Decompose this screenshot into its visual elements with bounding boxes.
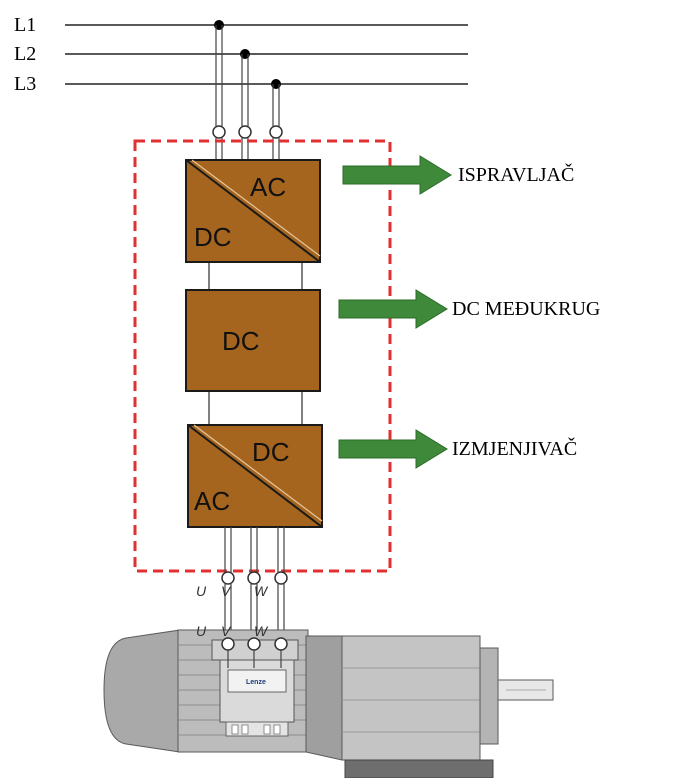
inverter-ac-label: AC bbox=[194, 486, 230, 516]
line-label-l3: L3 bbox=[14, 73, 36, 95]
motor-illustration: Lenze bbox=[103, 629, 554, 778]
output-terminal-u-label: U bbox=[196, 583, 207, 599]
rectifier-dc-label: DC bbox=[194, 222, 232, 252]
line-label-l2: L2 bbox=[14, 43, 36, 65]
converter-enclosure bbox=[133, 139, 392, 573]
rectifier-ac-label: AC bbox=[250, 172, 286, 202]
motor-terminal-w-label: W bbox=[254, 623, 269, 639]
input-wires bbox=[215, 25, 280, 160]
dc-link-side-label: DC MEĐUKRUG bbox=[452, 298, 600, 320]
inverter-block: DC AC bbox=[187, 424, 323, 528]
arrow-rectifier-icon bbox=[342, 155, 452, 195]
motor-terminal-u-label: U bbox=[196, 623, 207, 639]
output-terminal-v-label: V bbox=[221, 583, 232, 599]
motor-brand-label: Lenze bbox=[246, 679, 266, 686]
supply-lines: L1 L2 L3 bbox=[14, 14, 468, 95]
output-terminal-w-label: W bbox=[254, 583, 269, 599]
motor-terminal-studs bbox=[221, 637, 288, 668]
rectifier-block: AC DC bbox=[185, 159, 321, 263]
rectifier-side-label: ISPRAVLJAČ bbox=[458, 162, 574, 186]
dc-link-label: DC bbox=[222, 326, 260, 356]
arrow-dc-link-icon bbox=[338, 289, 448, 329]
inverter-side-label: IZMJENJIVAČ bbox=[452, 436, 577, 460]
motor-terminal-v-label: V bbox=[221, 623, 232, 639]
dc-link-block: DC bbox=[185, 289, 321, 392]
arrow-inverter-icon bbox=[338, 429, 448, 469]
output-terminals bbox=[221, 571, 288, 585]
block-connectors bbox=[208, 262, 303, 425]
input-terminals bbox=[212, 125, 283, 139]
inverter-dc-label: DC bbox=[252, 437, 290, 467]
line-label-l1: L1 bbox=[14, 14, 36, 36]
